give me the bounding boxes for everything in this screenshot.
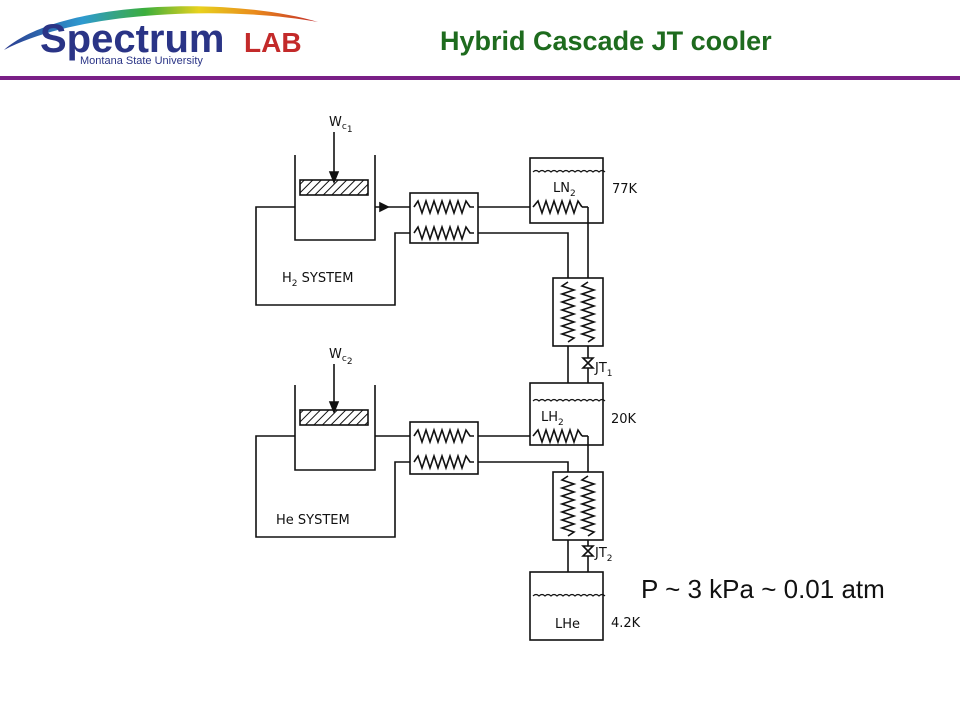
logo-spectrum-word: Spectrum — [40, 17, 225, 61]
h2-work-label: Wc1 — [329, 115, 353, 135]
jt1-label: JT1 — [594, 361, 613, 379]
h2-heat-exchanger — [409, 192, 479, 244]
he-work-label: Wc2 — [329, 347, 353, 367]
logo-rainbow-arc — [4, 6, 318, 50]
recuperator-1 — [552, 277, 604, 347]
h2-loop-line — [255, 206, 410, 306]
lh2-label: LH2 — [541, 410, 564, 428]
header-divider — [0, 76, 960, 80]
he-compressor — [294, 364, 376, 471]
slide-title: Hybrid Cascade JT cooler — [440, 26, 772, 56]
lhe-bath — [529, 571, 606, 641]
lhe-label: LHe — [555, 617, 580, 632]
he-system-label: He SYSTEM — [276, 513, 350, 528]
h2-system-label: H2 SYSTEM — [282, 271, 353, 289]
slide-header: Spectrum LAB Montana State University Hy… — [0, 0, 960, 82]
recuperator-2 — [552, 471, 604, 541]
lh2-temperature: 20K — [611, 412, 637, 427]
lhe-temperature: 4.2K — [611, 616, 641, 631]
logo-university: Montana State University — [80, 55, 203, 67]
spectrum-lab-logo: Spectrum LAB Montana State University — [4, 6, 318, 67]
ln2-temperature: 77K — [612, 182, 638, 197]
jt-valve-1 — [581, 357, 595, 369]
ln2-bath — [529, 157, 606, 224]
h2-compressor — [294, 132, 376, 241]
jt2-label: JT2 — [594, 546, 613, 564]
he-heat-exchanger — [409, 421, 479, 475]
ln2-label: LN2 — [553, 181, 576, 199]
jt-valve-2 — [581, 545, 595, 557]
lh2-bath — [529, 382, 606, 446]
he-loop-line — [255, 435, 410, 538]
logo-lab-word: LAB — [244, 27, 302, 58]
pressure-note: P ~ 3 kPa ~ 0.01 atm — [641, 574, 885, 604]
